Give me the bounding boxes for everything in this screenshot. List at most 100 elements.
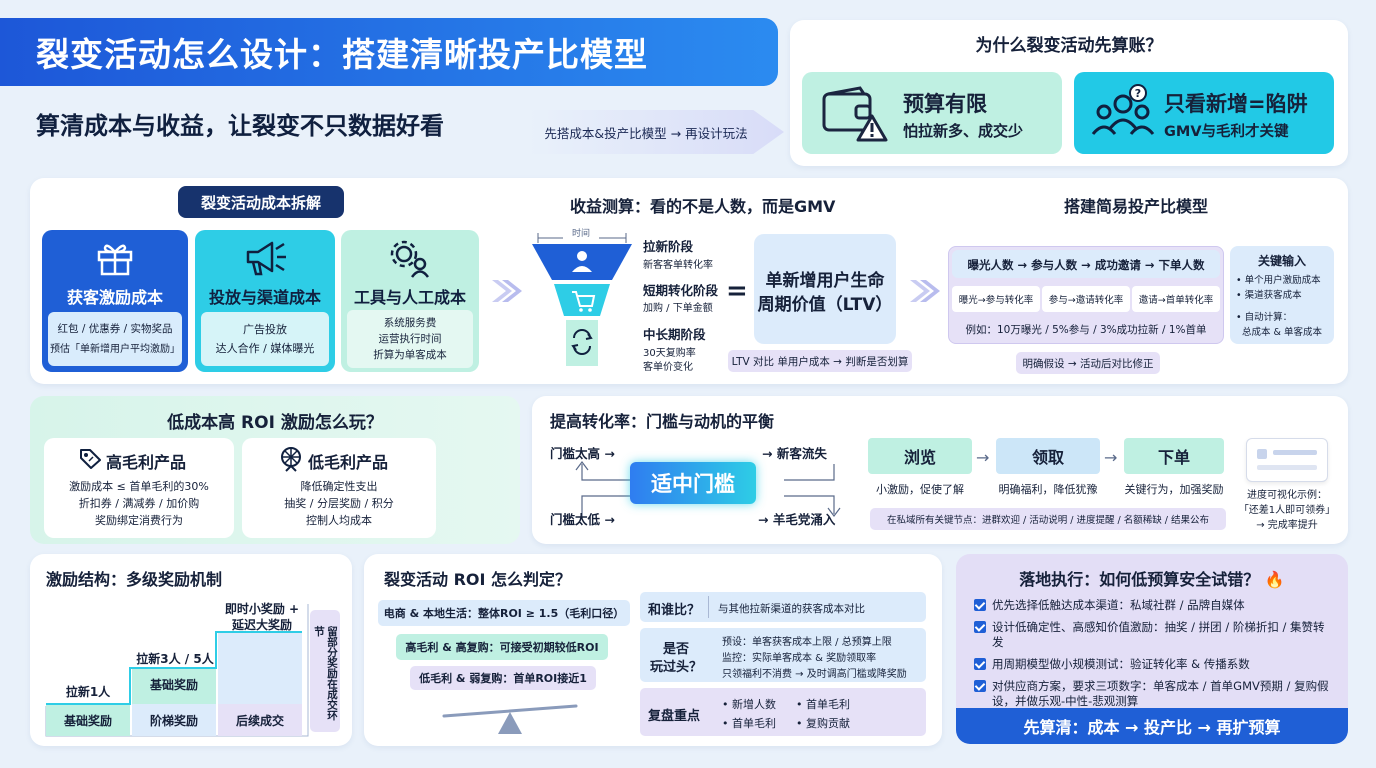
model-note-text: 明确假设 → 活动后对比修正 bbox=[1022, 357, 1154, 370]
incentive-staircase bbox=[44, 600, 310, 742]
progress-l2: 「还差1人即可领券」 bbox=[1238, 505, 1336, 516]
threshold-center: 适中门槛 bbox=[630, 462, 756, 504]
conversion-note-text: 在私域所有关键节点：进群欢迎 / 活动说明 / 进度提醒 / 名额稀缺 / 结果… bbox=[887, 515, 1209, 526]
incentive-side-note: 留部分奖励在成交环节 bbox=[313, 626, 338, 721]
low-margin-l2: 抽奖 / 分层奖励 / 积分 bbox=[284, 497, 394, 510]
execute-item-4-text: 对供应商方案，要求三项数字：单客成本 / 首单GMV预期 / 复购假设，并做乐观… bbox=[992, 679, 1329, 708]
roi-item-3-text: 低毛利 & 弱复购：首单ROI接近1 bbox=[419, 672, 587, 685]
step-order: 下单 bbox=[1124, 438, 1224, 474]
price-tag-icon bbox=[78, 447, 102, 473]
cost-card-tools-desc2: 运营执行时间 bbox=[378, 333, 442, 345]
conversion-note: 在私域所有关键节点：进群欢迎 / 活动说明 / 进度提醒 / 名额稀缺 / 结果… bbox=[870, 508, 1226, 530]
wallet-warning-icon bbox=[820, 86, 888, 146]
why-title: 为什么裂变活动先算账？ bbox=[975, 36, 1163, 56]
chevron-right-icon bbox=[488, 276, 524, 310]
ltv-line1: 单新增用户生命 bbox=[765, 271, 885, 291]
check-icon bbox=[974, 680, 986, 692]
step-browse-title: 浏览 bbox=[903, 448, 936, 467]
trap-title: 只看新增=陷阱 bbox=[1164, 92, 1308, 116]
check-icon bbox=[974, 599, 986, 611]
execute-footer: 先算清：成本 → 投产比 → 再扩预算 bbox=[956, 708, 1348, 744]
model-funnel-row bbox=[952, 250, 1220, 278]
model-title: 搭建简易投产比模型 bbox=[1064, 197, 1209, 216]
review-q: 复盘重点 bbox=[648, 709, 701, 724]
header-arrow-text: 先搭成本&投产比模型 → 再设计玩法 bbox=[544, 125, 748, 141]
budget-desc: 怕拉新多、成交少 bbox=[903, 122, 1024, 140]
execute-item-1-text: 优先选择低触达成本渠道：私域社群 / 品牌自媒体 bbox=[992, 598, 1245, 612]
revenue-funnel bbox=[530, 242, 634, 372]
cover-q1: 是否 bbox=[662, 642, 689, 657]
key-input-item-2: • 渠道获客成本 bbox=[1236, 290, 1302, 301]
fire-icon: 🔥 bbox=[1264, 570, 1285, 589]
key-input-box bbox=[1230, 246, 1334, 344]
arrow-right-icon-2: → bbox=[1104, 448, 1118, 467]
ltv-box bbox=[754, 234, 896, 344]
execute-list: 优先选择低触达成本渠道：私域社群 / 品牌自媒体 设计低确定性、高感知价值激励：… bbox=[974, 598, 1336, 716]
megaphone-icon bbox=[244, 238, 288, 282]
cost-card-tools-title: 工具与人工成本 bbox=[353, 288, 466, 307]
cover-a1: 预设：单客获客成本上限 / 总预算上限 bbox=[722, 637, 892, 648]
model-note: 明确假设 → 活动后对比修正 bbox=[1016, 352, 1160, 374]
compare-q: 和谁比？ bbox=[648, 603, 701, 618]
cover-row bbox=[640, 628, 926, 682]
model-example: 例如：10万曝光 / 5%参与 / 3%成功拉新 / 1%首单 bbox=[965, 324, 1207, 336]
ltv-line2: 周期价值（LTV） bbox=[757, 295, 893, 315]
tier-3-top: 即时小奖励 + bbox=[224, 602, 300, 616]
stage-long-desc: 30天复购率 bbox=[643, 348, 696, 359]
rate-chip-1-text: 曝光→参与转化率 bbox=[958, 295, 1034, 306]
compare-row bbox=[640, 592, 926, 622]
budget-title: 预算有限 bbox=[903, 92, 987, 116]
model-funnel-text: 曝光人数 → 参与人数 → 成功邀请 → 下单人数 bbox=[967, 258, 1205, 272]
tier-2-base: 阶梯奖励 bbox=[149, 714, 198, 728]
high-margin-title: 高毛利产品 bbox=[106, 453, 187, 472]
cost-card-channel-title: 投放与渠道成本 bbox=[208, 288, 321, 307]
execute-item-2-text: 设计低确定性、高感知价值激励：抽奖 / 拼团 / 阶梯折扣 / 集赞转发 bbox=[992, 620, 1325, 649]
execute-item-2: 设计低确定性、高感知价值激励：抽奖 / 拼团 / 阶梯折扣 / 集赞转发 bbox=[974, 620, 1336, 650]
threshold-arrows bbox=[572, 456, 844, 524]
equals-sign: = bbox=[726, 276, 748, 306]
check-icon bbox=[974, 658, 986, 670]
execute-item-3: 用周期模型做小规模测试：验证转化率 & 传播系数 bbox=[974, 657, 1336, 672]
review-item-1: • 新增人数 bbox=[722, 698, 776, 711]
review-row bbox=[640, 688, 926, 736]
cost-card-channel-desc-box bbox=[201, 312, 329, 366]
stage-long-title: 中长期阶段 bbox=[643, 327, 706, 342]
tier-1-top: 拉新1人 bbox=[65, 685, 111, 699]
tier-3-base: 后续成交 bbox=[235, 714, 284, 728]
incentive-title: 激励结构：多级奖励机制 bbox=[46, 570, 223, 589]
time-label: 时间 bbox=[563, 226, 599, 239]
high-margin-l1: 激励成本 ≤ 首单毛利的30% bbox=[69, 480, 209, 493]
stage-short-title: 短期转化阶段 bbox=[643, 283, 719, 298]
step-browse-desc: 小激励，促使了解 bbox=[876, 483, 964, 496]
rate-chip-3: 邀请→首单转化率 bbox=[1132, 286, 1220, 312]
stage-new-title: 拉新阶段 bbox=[643, 239, 694, 254]
low-margin-l1: 降低确定性支出 bbox=[300, 480, 378, 493]
progress-mockup bbox=[1246, 438, 1328, 482]
roi-item-3: 低毛利 & 弱复购：首单ROI接近1 bbox=[410, 666, 596, 690]
low-margin-title: 低毛利产品 bbox=[308, 453, 389, 472]
threshold-lose: → 新客流失 bbox=[762, 446, 827, 461]
threshold-center-text: 适中门槛 bbox=[651, 472, 735, 496]
lottery-wheel-icon bbox=[278, 446, 304, 476]
revenue-title: 收益测算：看的不是人数，而是GMV bbox=[570, 197, 836, 216]
cost-card-tools-desc1: 系统服务费 bbox=[383, 317, 437, 329]
threshold-too-low: 门槛太低 → bbox=[550, 512, 615, 527]
rate-chip-3-text: 邀请→首单转化率 bbox=[1138, 295, 1214, 306]
high-margin-box bbox=[44, 438, 234, 538]
cost-card-tools-desc-box bbox=[347, 310, 473, 368]
cost-card-channel-desc2: 达人合作 / 媒体曝光 bbox=[215, 342, 315, 355]
budget-box bbox=[802, 72, 1062, 154]
roi-item-1-text: 电商 & 本地生活：整体ROI ≥ 1.5（毛利口径） bbox=[383, 607, 625, 620]
cost-card-acquisition-desc1: 红包 / 优惠券 / 实物奖品 bbox=[57, 323, 173, 335]
rate-chip-1: 曝光→参与转化率 bbox=[952, 286, 1040, 312]
lowcost-title: 低成本高 ROI 激励怎么玩？ bbox=[167, 413, 383, 433]
page-title: 裂变活动怎么设计：搭建清晰投产比模型 bbox=[36, 35, 648, 74]
chevron-right-icon-2 bbox=[906, 276, 942, 310]
execute-title: 落地执行：如何低预算安全试错？ 🔥 bbox=[956, 566, 1348, 590]
cover-a3: 只领福利不消费 → 及时调高门槛或降奖励 bbox=[722, 669, 907, 680]
step-claim-desc: 明确福利，降低犹豫 bbox=[998, 483, 1098, 496]
tier-2-top: 拉新3人 / 5人 bbox=[136, 652, 214, 666]
threshold-wool: → 羊毛党涌入 bbox=[758, 512, 836, 527]
arrow-right-icon: → bbox=[976, 448, 990, 467]
tier-3-top2: 延迟大奖励 bbox=[231, 618, 292, 632]
